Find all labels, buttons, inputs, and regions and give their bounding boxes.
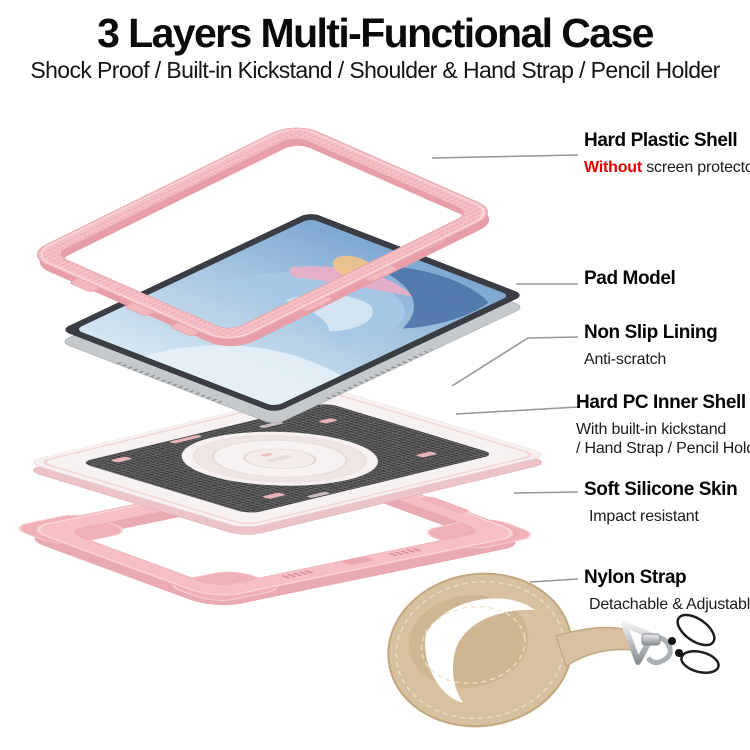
callout-description: With built-in kickstand / Hand Strap / P…	[576, 421, 750, 457]
callout-non-slip-lining: Non Slip Lining Anti-scratch	[584, 322, 718, 370]
callout-hard-pc-inner-shell: Hard PC Inner Shell With built-in kickst…	[576, 392, 750, 459]
silicone-port-slot	[342, 557, 373, 565]
leader-nylon-strap	[529, 578, 579, 583]
strap-loop-gap	[425, 598, 535, 703]
nylon-strap-item	[387, 572, 720, 728]
strap-metal-clasp	[641, 633, 661, 646]
plastic-shell-ring	[37, 127, 488, 340]
callout-description: Impact resistant	[589, 508, 699, 525]
callout-label: Hard Plastic Shell	[584, 130, 738, 151]
callout-label: Nylon Strap	[584, 567, 687, 588]
page-title: 3 Layers Multi-Functional Case	[97, 10, 654, 56]
callout-hard-plastic-shell: Hard Plastic Shell Without screen protec…	[584, 130, 750, 178]
callout-nylon-strap: Nylon Strap Detachable & Adjustable	[584, 567, 750, 615]
leader-hard-plastic-shell	[431, 154, 579, 159]
page-subtitle: Shock Proof / Built-in Kickstand / Shoul…	[30, 57, 720, 83]
callout-soft-silicone-skin: Soft Silicone Skin Impact resistant	[584, 479, 738, 527]
leader-lines	[431, 154, 579, 583]
leader-non-slip-lining	[451, 336, 579, 387]
highlight-word: Without	[584, 159, 642, 176]
hard-pc-inner-shell-layer	[33, 390, 542, 535]
callout-label: Non Slip Lining	[584, 322, 718, 343]
hard-plastic-shell-layer	[37, 127, 490, 347]
strap-string-loop	[680, 650, 720, 674]
leader-soft-silicone-skin	[513, 491, 579, 494]
strap-tail	[555, 626, 636, 668]
callout-label: Hard PC Inner Shell	[576, 392, 746, 413]
callout-description: Anti-scratch	[584, 351, 667, 368]
strap-metal-buckle	[621, 621, 655, 665]
callout-description: Without screen protector	[584, 159, 750, 176]
callout-description: Detachable & Adjustable	[589, 596, 750, 613]
callout-label: Soft Silicone Skin	[584, 479, 738, 500]
callout-label: Pad Model	[584, 268, 676, 289]
callout-pad-model: Pad Model	[584, 268, 676, 290]
strap-string-loop	[676, 613, 716, 647]
leader-hard-pc-inner-shell	[455, 406, 579, 415]
silicone-button-bump	[421, 496, 470, 513]
